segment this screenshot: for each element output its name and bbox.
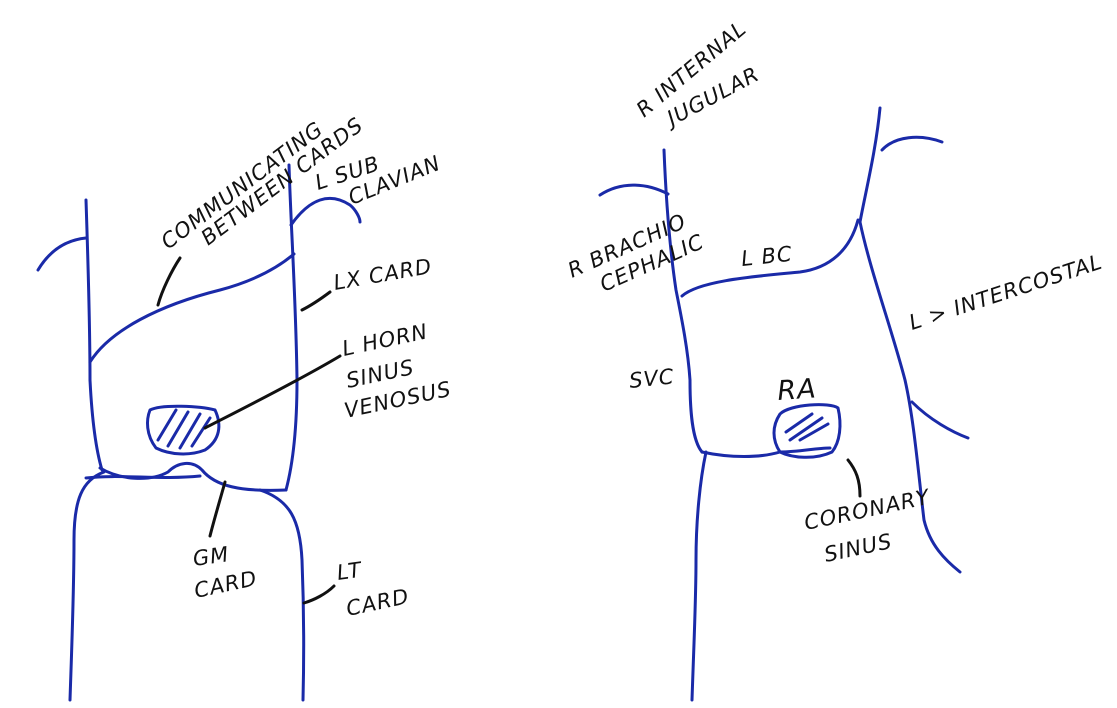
sinus-hatch-4 xyxy=(190,416,212,448)
leader-coronary xyxy=(846,458,862,498)
left-vessel-right-wall xyxy=(284,163,299,492)
lower-vessel-top xyxy=(84,474,202,480)
left-branch-left xyxy=(36,236,88,272)
label-communicating-1: COMMUNICATING xyxy=(157,117,328,254)
leader-lx-card xyxy=(300,290,332,312)
right-lower-outline xyxy=(700,446,832,458)
right-venous-diagram xyxy=(598,106,970,702)
label-gm-2: CARD xyxy=(192,566,259,603)
leader-gm-card xyxy=(208,480,227,538)
sinus-hatch-1 xyxy=(156,408,178,442)
leader-lhorn xyxy=(203,354,342,430)
l-subclavian-vessel xyxy=(289,196,362,227)
intercostal-branch-mid xyxy=(910,400,970,440)
label-lbc: L BC xyxy=(740,242,794,271)
leader-communicating xyxy=(156,256,182,307)
lower-vessel-left-wall xyxy=(68,470,106,702)
label-gm-1: GM xyxy=(191,542,230,571)
ra-hatch-1 xyxy=(784,412,814,434)
sinus-hatch-3 xyxy=(178,412,202,450)
label-l-intercostal: L > INTERCOSTAL xyxy=(906,250,1105,335)
label-ra: RA xyxy=(776,373,817,407)
sinus-hatch-2 xyxy=(166,410,190,448)
left-vessel-left-wall xyxy=(84,198,104,472)
leader-lt-card xyxy=(302,584,336,605)
label-lhorn-1: L HORN xyxy=(340,319,430,361)
right-lower-left-wall xyxy=(690,450,708,702)
lower-vessel-right-wall xyxy=(258,488,306,702)
left-venous-diagram: COMMUNICATING BETWEEN CARDS L SUB CLAVIA… xyxy=(36,113,454,702)
l-intercostal-vessel xyxy=(858,106,962,574)
ra-hatch-2 xyxy=(788,416,824,442)
label-svc: SVC xyxy=(628,364,676,393)
l-brachiocephalic-vessel xyxy=(680,218,860,298)
ra-outline xyxy=(772,403,842,459)
label-lt-1: LT xyxy=(335,558,364,585)
r-brachiocephalic-vessel xyxy=(598,183,670,197)
intercostal-branch-top xyxy=(880,135,944,152)
label-lt-2: CARD xyxy=(344,584,411,621)
left-horn-sinus-venosus xyxy=(146,404,221,456)
ra-hatch-3 xyxy=(798,422,830,442)
r-internal-jugular-vessel xyxy=(662,148,704,454)
communicating-vessel xyxy=(88,252,296,364)
label-coronary-1: CORONARY xyxy=(802,485,933,535)
label-coronary-2: SINUS xyxy=(822,529,894,567)
label-lx-card: LX CARD xyxy=(332,254,434,295)
